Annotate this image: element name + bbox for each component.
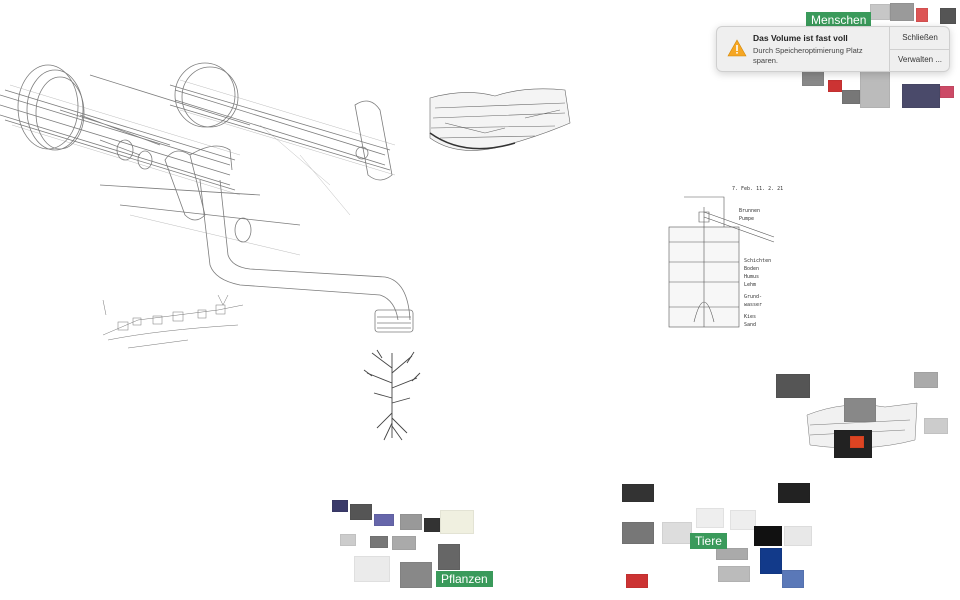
- pump-date: 7. Feb. 11. 2. 21: [732, 186, 783, 192]
- image-thumb[interactable]: [902, 84, 940, 108]
- image-thumb[interactable]: [778, 483, 810, 503]
- image-thumb[interactable]: [916, 8, 928, 22]
- menschen-cluster[interactable]: [800, 0, 960, 110]
- image-thumb[interactable]: [354, 556, 390, 582]
- pflanzen-cluster[interactable]: [330, 498, 490, 594]
- image-thumb[interactable]: [844, 398, 876, 422]
- pump-label-8: wasser: [744, 302, 762, 308]
- image-thumb[interactable]: [622, 522, 654, 544]
- image-thumb[interactable]: [760, 548, 782, 574]
- pump-label-3: Schichten: [744, 258, 771, 264]
- image-thumb[interactable]: [940, 86, 954, 98]
- image-thumb[interactable]: [828, 80, 842, 92]
- notification-body: Durch Speicheroptimierung Platz sparen.: [753, 46, 863, 65]
- tag-pflanzen[interactable]: Pflanzen: [436, 571, 493, 587]
- tag-tiere[interactable]: Tiere: [690, 533, 727, 549]
- image-thumb[interactable]: [392, 536, 416, 550]
- image-thumb[interactable]: [340, 534, 356, 546]
- image-thumb[interactable]: [400, 514, 422, 530]
- landscape-sketch[interactable]: [425, 78, 575, 158]
- pump-label-9: Kies: [744, 314, 756, 320]
- image-thumb[interactable]: [332, 500, 348, 512]
- image-thumb[interactable]: [626, 574, 648, 588]
- image-thumb[interactable]: [914, 372, 938, 388]
- close-button[interactable]: Schließen: [890, 27, 949, 50]
- image-thumb[interactable]: [776, 374, 810, 398]
- tag-menschen[interactable]: Menschen: [806, 12, 872, 28]
- image-thumb[interactable]: [730, 510, 756, 530]
- image-thumb[interactable]: [784, 526, 812, 546]
- image-thumb[interactable]: [718, 566, 750, 582]
- storage-notification[interactable]: Das Volume ist fast voll Durch Speichero…: [716, 26, 950, 72]
- pump-label-2: Pumpe: [739, 216, 754, 222]
- root-sketch[interactable]: [362, 348, 422, 443]
- water-pump-sketch[interactable]: 7. Feb. 11. 2. 21 Brunnen Pumpe Schichte…: [664, 182, 784, 337]
- image-thumb[interactable]: [860, 70, 890, 108]
- mixed-cluster[interactable]: [774, 372, 960, 462]
- image-thumb[interactable]: [696, 508, 724, 528]
- image-thumb[interactable]: [754, 526, 782, 546]
- image-thumb[interactable]: [870, 4, 890, 20]
- warning-icon: [727, 39, 747, 57]
- tiere-cluster[interactable]: [618, 480, 818, 592]
- pump-label-10: Sand: [744, 322, 756, 328]
- faucet-sketch[interactable]: [0, 55, 420, 345]
- image-thumb[interactable]: [850, 436, 864, 448]
- pump-label-5: Humus: [744, 274, 759, 280]
- notification-buttons: Schließen Verwalten ...: [889, 27, 949, 71]
- pump-label-1: Brunnen: [739, 208, 760, 214]
- pump-label-4: Boden: [744, 266, 759, 272]
- image-thumb[interactable]: [890, 3, 914, 21]
- image-thumb[interactable]: [350, 504, 372, 520]
- image-thumb[interactable]: [802, 70, 824, 86]
- pump-label-7: Grund-: [744, 294, 762, 300]
- image-thumb[interactable]: [400, 562, 432, 588]
- image-thumb[interactable]: [622, 484, 654, 502]
- image-thumb[interactable]: [842, 90, 860, 104]
- manage-button[interactable]: Verwalten ...: [897, 55, 943, 64]
- village-sketch[interactable]: [98, 290, 248, 355]
- image-thumb[interactable]: [782, 570, 804, 588]
- image-thumb[interactable]: [424, 518, 440, 532]
- pump-label-6: Lehm: [744, 282, 756, 288]
- image-thumb[interactable]: [370, 536, 388, 548]
- image-thumb[interactable]: [924, 418, 948, 434]
- image-thumb[interactable]: [662, 522, 692, 544]
- image-thumb[interactable]: [374, 514, 394, 526]
- image-thumb[interactable]: [940, 8, 956, 24]
- image-thumb[interactable]: [716, 548, 748, 560]
- image-thumb[interactable]: [438, 544, 460, 570]
- notification-title: Das Volume ist fast voll: [753, 33, 848, 43]
- image-thumb[interactable]: [440, 510, 474, 534]
